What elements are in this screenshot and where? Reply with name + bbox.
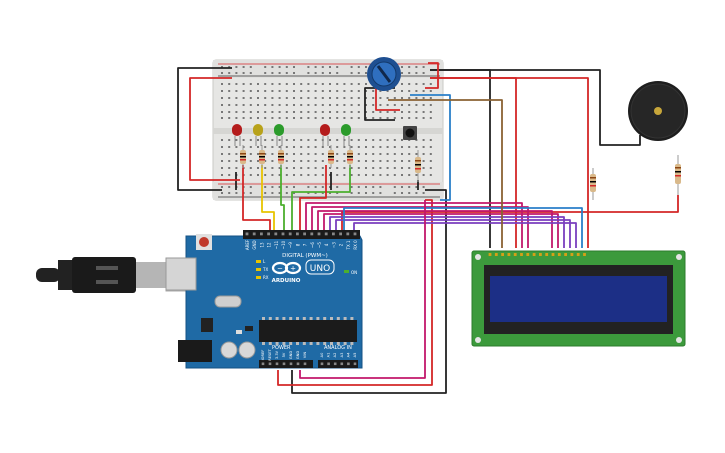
- analog-pin-label: A0: [320, 352, 324, 357]
- digital-pin-label: ~3: [331, 242, 336, 248]
- pushbutton: [403, 126, 417, 140]
- potentiometer: [367, 57, 401, 91]
- led-green-1: [274, 124, 284, 146]
- resistor-lcd: [590, 168, 596, 200]
- digital-pin-label: AREF: [245, 239, 250, 250]
- resistor-1: [240, 145, 246, 168]
- red-wire-3: [430, 77, 589, 248]
- brown-wire: [388, 99, 503, 248]
- power-pin-label: 5V: [282, 352, 286, 357]
- led-label-rx: RX: [263, 275, 269, 280]
- digital-pin-label: 7: [303, 243, 308, 246]
- svg-text:−: −: [277, 265, 283, 273]
- power-pin-label: 3.3V: [275, 350, 279, 359]
- digital-pin-label: 13: [259, 242, 264, 248]
- black-wire-3: [430, 69, 641, 146]
- led-yellow: [253, 124, 263, 146]
- red-wire-5: [277, 199, 433, 386]
- red-wires: [189, 62, 679, 386]
- blue-wire-1: [343, 207, 583, 248]
- resistor-5: [347, 145, 353, 168]
- power-pin-label: VIN: [303, 352, 307, 359]
- power-pin-label: RESET: [268, 348, 272, 360]
- digital-pin-label: 2: [339, 243, 344, 246]
- black-wire-1: [177, 67, 232, 191]
- leds: [232, 124, 351, 146]
- digital-pin-label: GND: [252, 240, 257, 249]
- magenta-wire-3: [317, 210, 553, 248]
- arduino-logo-text: ARDUINO: [272, 278, 301, 284]
- analog-pin-label: A1: [327, 353, 331, 358]
- led-label-l: L: [263, 259, 266, 264]
- resistor-4: [328, 145, 334, 168]
- purple-wire-3: [353, 222, 577, 248]
- green-wire-1: [280, 165, 285, 233]
- arduino-logo: − +: [271, 261, 302, 275]
- magenta-wire-5: [299, 200, 426, 379]
- magenta-wire-2: [311, 206, 529, 248]
- purple-wire-1: [329, 216, 565, 248]
- led-label-tx: TX: [262, 267, 268, 272]
- digital-pin-label: ~10: [281, 240, 286, 249]
- purple-wire-2: [335, 219, 571, 248]
- led-red-2: [320, 124, 330, 146]
- digital-pin-label: ~5: [317, 242, 322, 248]
- red-wire-6: [375, 88, 400, 111]
- digital-pin-label: ~11: [274, 240, 279, 249]
- digital-pin-label: ~6: [310, 242, 315, 248]
- digital-header-label: DIGITAL (PWM~): [282, 253, 328, 259]
- resistor-3: [278, 145, 284, 168]
- power-pin-label: GND: [296, 351, 300, 359]
- signal-wires: [242, 94, 583, 379]
- analog-label: ANALOG IN: [324, 345, 352, 351]
- resistor-button: [415, 150, 421, 182]
- magenta-wire-1: [305, 202, 523, 248]
- green-wire-2: [291, 165, 351, 233]
- led-green-2: [341, 124, 351, 146]
- red-wire-7: [341, 195, 679, 233]
- red-signal-wire-2: [299, 165, 327, 233]
- lcd-pin-header: [488, 253, 586, 256]
- power-pin-label: GND: [289, 351, 293, 359]
- digital-pin-label: 12: [267, 242, 272, 248]
- lcd-16x2: [471, 250, 686, 347]
- magenta-wire-4: [323, 213, 559, 248]
- digital-pin-label: RX 0: [353, 240, 358, 250]
- power-label: POWER: [272, 345, 291, 351]
- red-signal-wire: [242, 165, 271, 233]
- digital-pin-label: 8: [295, 243, 300, 246]
- resistor-buzzer: [675, 155, 681, 195]
- resistor-2: [259, 145, 265, 168]
- svg-text:+: +: [290, 265, 296, 273]
- status-leds: L TX RX ON: [256, 259, 357, 280]
- analog-pin-label: A3: [340, 353, 344, 358]
- yellow-wire: [261, 165, 275, 233]
- breadboard-holes: [221, 66, 432, 194]
- digital-pin-label: ~9: [288, 242, 293, 248]
- blue-wire-2: [410, 94, 451, 201]
- digital-pin-label: TX 1: [346, 240, 351, 250]
- arduino-model: UNO: [310, 264, 330, 274]
- digital-pin-label: 4: [324, 243, 329, 246]
- analog-pin-label: A5: [353, 353, 357, 358]
- red-wire-4: [425, 62, 439, 89]
- analog-pin-label: A2: [333, 353, 337, 358]
- piezo-buzzer: [628, 81, 688, 141]
- power-pin-label: IOREF: [261, 350, 265, 361]
- red-wire-1: [189, 77, 240, 181]
- analog-pin-label: A4: [346, 352, 350, 357]
- led-red-1: [232, 124, 242, 146]
- on-label: ON: [351, 270, 357, 275]
- resistors: [240, 145, 681, 200]
